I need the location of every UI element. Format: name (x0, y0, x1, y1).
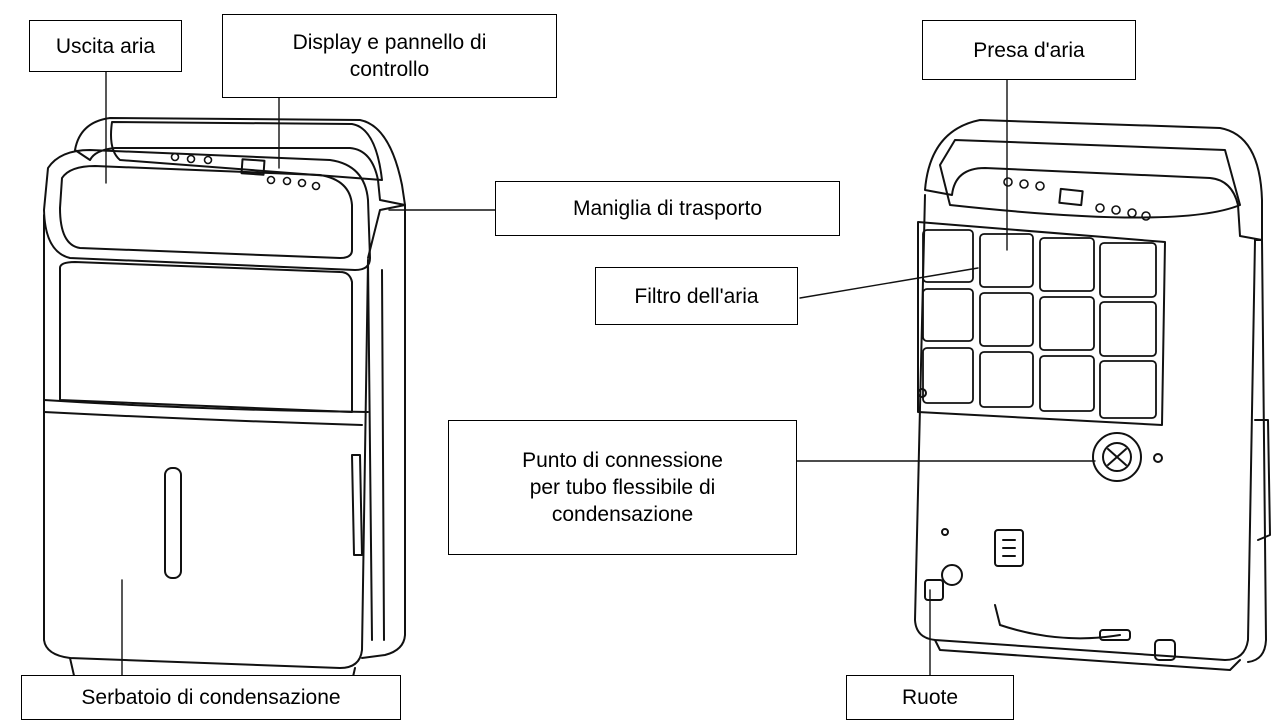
label-hose-connection-line2: per tubo flessibile di (529, 476, 716, 499)
label-air-filter-text: Filtro dell'aria (634, 284, 759, 308)
label-hose-connection-line1: Punto di connessione (522, 449, 723, 472)
label-water-tank-text: Serbatoio di condensazione (81, 686, 341, 709)
label-air-outlet: Uscita aria (29, 20, 182, 72)
label-display-panel-line1: Display e pannello di (292, 31, 487, 54)
leader-lines (105, 71, 1096, 676)
label-air-outlet-text: Uscita aria (55, 34, 156, 58)
label-air-filter: Filtro dell'aria (595, 267, 798, 325)
label-display-panel-line2: controllo (349, 58, 430, 81)
label-carry-handle-text: Maniglia di trasporto (572, 197, 763, 220)
label-wheels-text: Ruote (901, 686, 959, 709)
label-hose-connection: Punto di connessione per tubo flessibile… (448, 420, 797, 555)
label-display-panel: Display e pannello di controllo (222, 14, 557, 98)
label-hose-connection-line3: condensazione (551, 503, 694, 526)
back-unit-drawing (914, 119, 1271, 671)
label-air-intake-text: Presa d'aria (973, 38, 1085, 62)
label-carry-handle: Maniglia di trasporto (495, 181, 840, 236)
label-water-tank: Serbatoio di condensazione (21, 675, 401, 720)
label-wheels: Ruote (846, 675, 1014, 720)
label-air-intake: Presa d'aria (922, 20, 1136, 80)
front-unit-drawing (43, 117, 406, 701)
